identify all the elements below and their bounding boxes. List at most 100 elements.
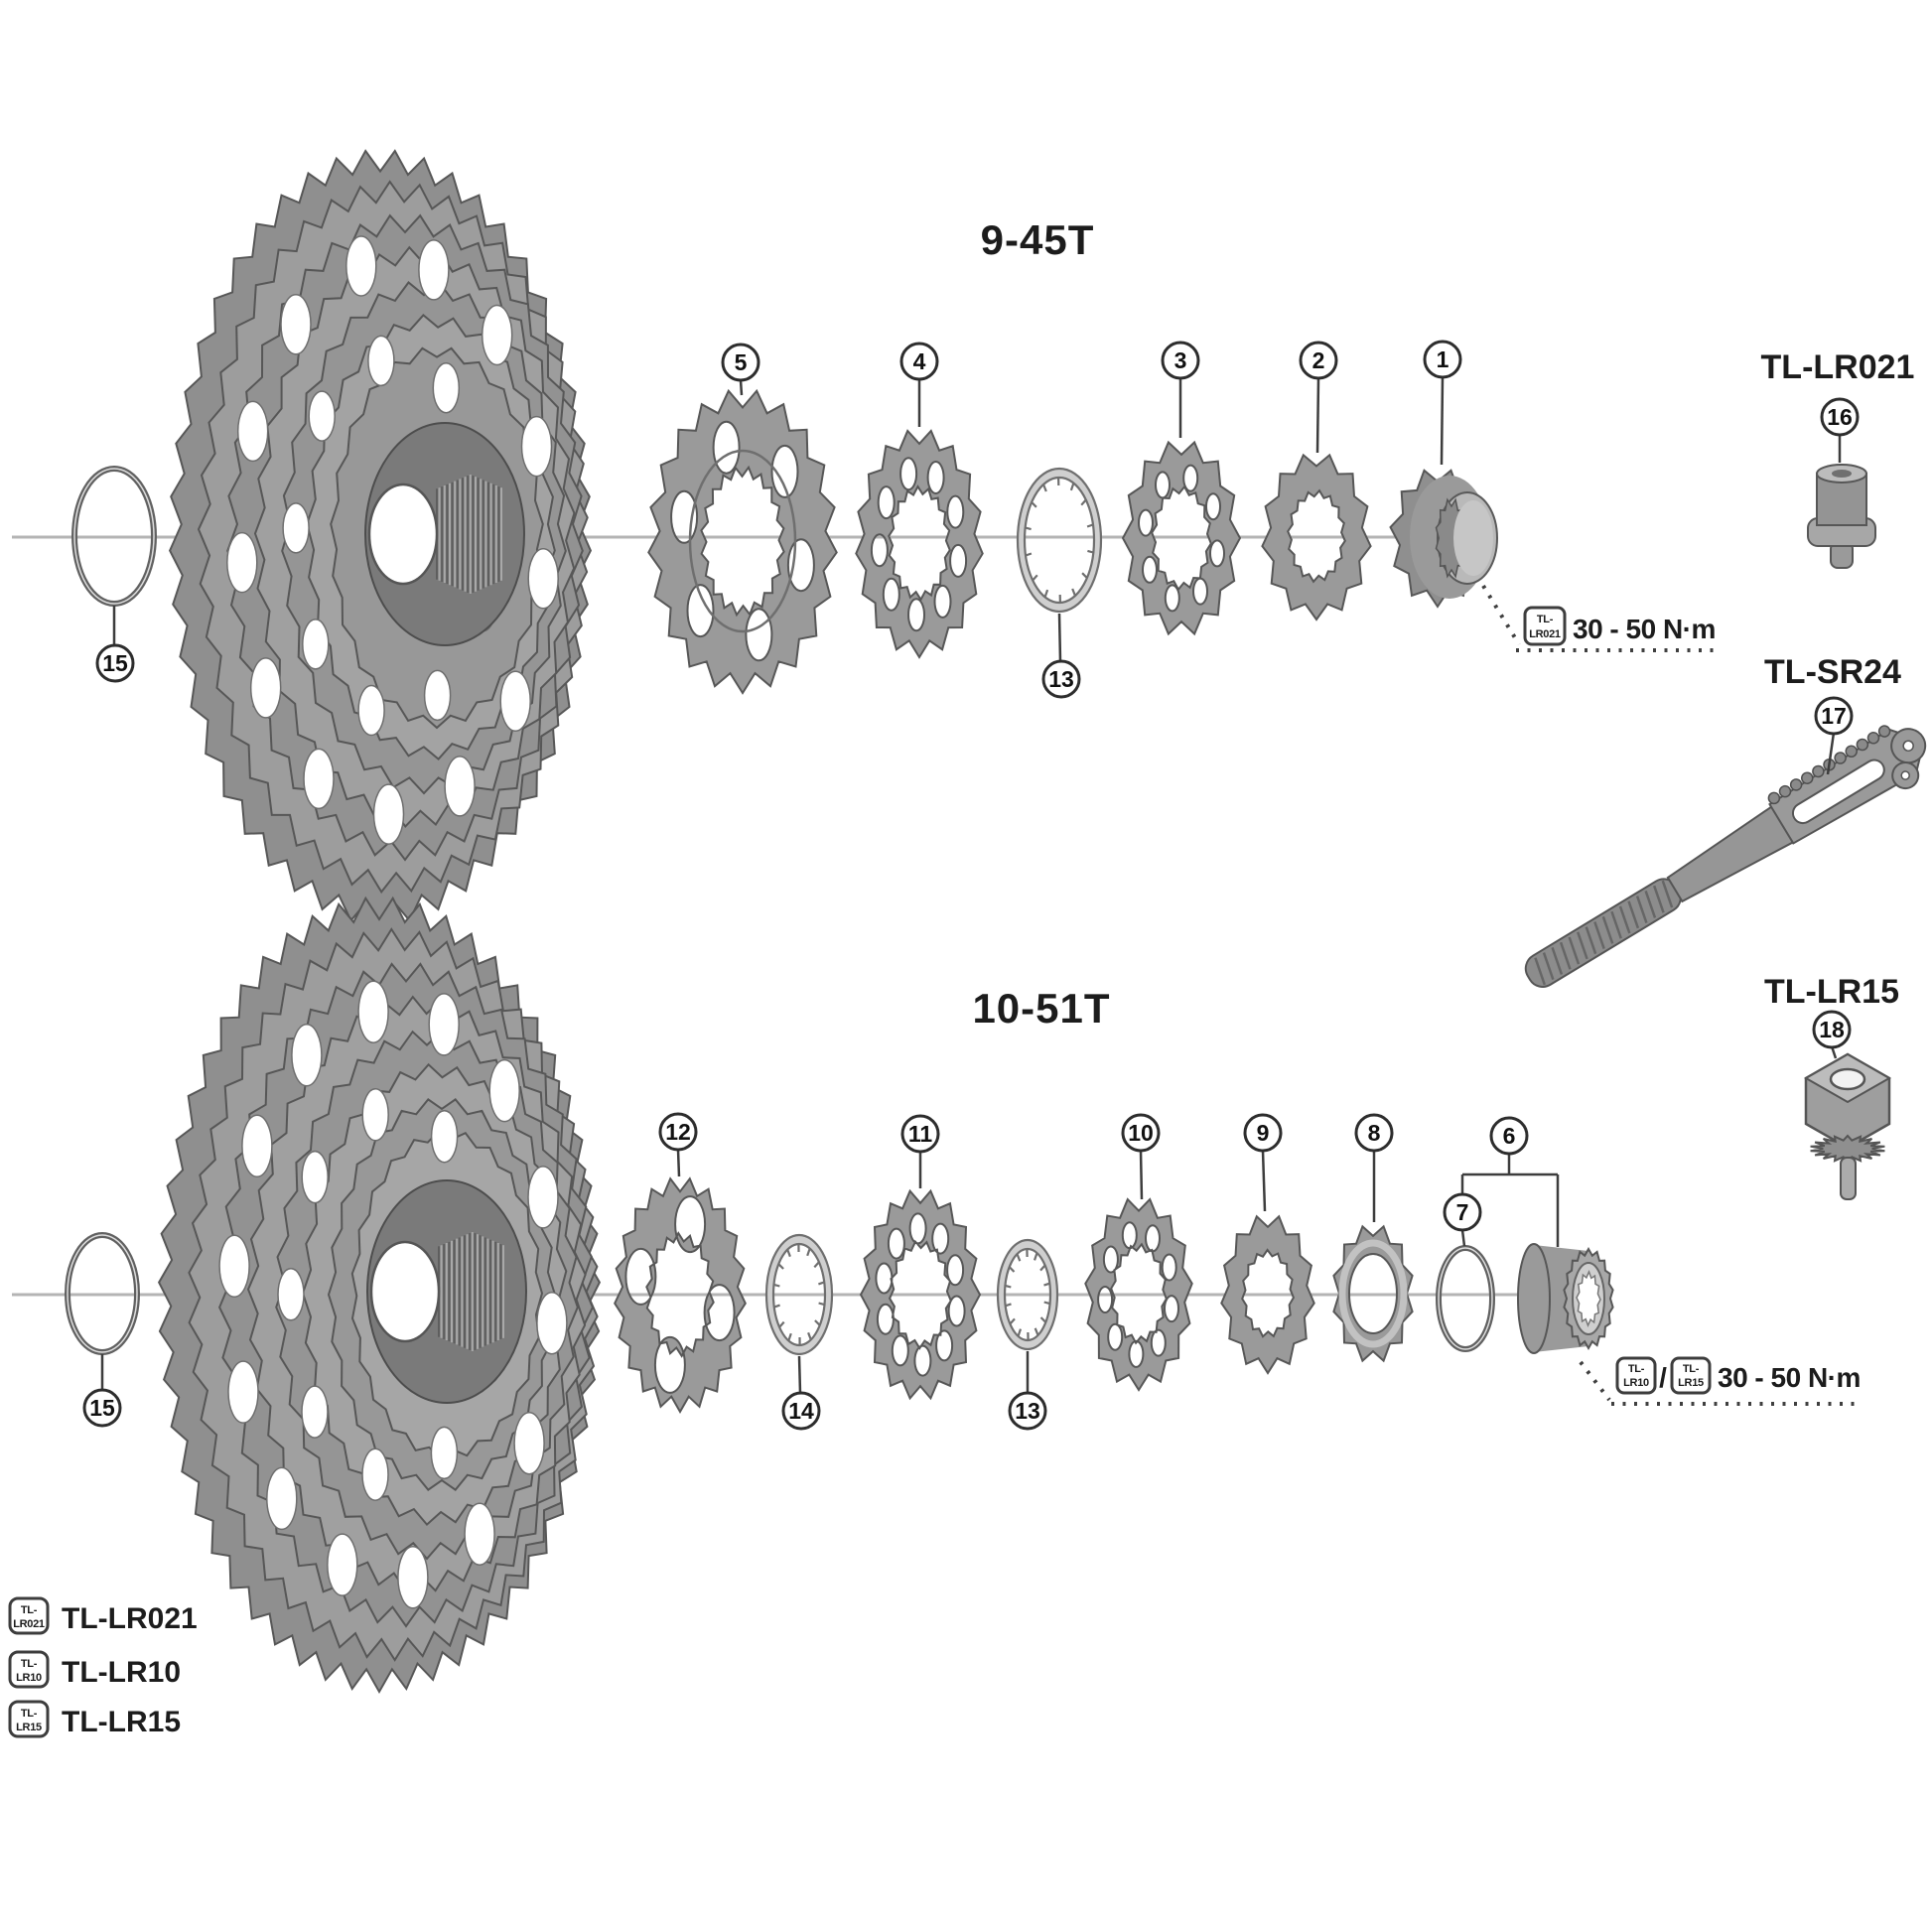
spline-washer-13-bottom [996,1238,1059,1351]
spline-washer-13-top-spline-tab [1081,572,1088,579]
callout-number: 16 [1827,404,1853,430]
tool-tag-box [1523,606,1567,646]
whip-handle-ridge [1551,946,1564,975]
callout-number: 10 [1128,1120,1154,1146]
whip-chain-roller [1778,784,1792,798]
tool-tag-lr10-line2: LR10 [1623,1377,1649,1389]
whip-handle-ridge [1585,926,1597,955]
cassette-9-45t-cutout [418,239,450,301]
callout-circle [1489,1116,1529,1156]
spline-washer-14-spline-tab [806,1248,811,1257]
tag-separator: / [1659,1362,1667,1393]
cassette-10-51t-cutout [266,1466,298,1531]
spline-washer-13-bottom-spline-tab [1017,1328,1023,1337]
sprocket-4 [855,429,984,659]
cassette-9-45t-cutout [302,619,330,670]
cassette-10-51t-cutout [430,1109,459,1164]
spline-washer-13-top-spline-tab [1069,483,1075,491]
callout-circle [899,342,939,381]
tool-tag-line2: LR021 [1529,628,1561,640]
cassette-10-51t-hub-hole [369,1240,441,1343]
callout-circle [1423,340,1462,379]
cassette-9-45t-cutout [303,748,335,810]
whip-end-hole-large [1902,740,1914,752]
callout-7: 7 [1443,1192,1482,1247]
tool-tag-box-lr15 [1670,1356,1712,1395]
title-10-51t: 10-51T [972,985,1110,1032]
spline-washer-13-bottom-spline-tab [1043,1282,1050,1287]
spline-washer-13-bottom-spline-tab [1039,1316,1047,1323]
tool-tag-box-lr10 [1615,1356,1657,1395]
cassette-cluster-10-51t [157,896,602,1695]
cassette-9-45t-cutout [308,390,336,442]
cassette-9-45t-cutout [372,783,405,845]
cassette-9-45t-cutout [481,304,513,366]
callout-8: 8 [1354,1113,1394,1222]
legend-tag-line2: LR10 [16,1672,42,1684]
callout-number: 13 [1015,1398,1040,1424]
callout-number: 13 [1048,666,1074,692]
whip-handle-ridge [1635,896,1648,924]
callout-13-bottom: 13 [1008,1351,1047,1431]
cassette-9-45t-cutout [499,670,531,733]
callout-number: 4 [913,348,926,374]
spline-washer-14-spline-tab [786,1249,791,1258]
tool-tag-lr10-line1: TL- [1628,1363,1645,1375]
cassette-9-45t-cutout [444,756,476,817]
callout-circle [95,643,135,683]
cassette-10-51t-cutout [357,980,389,1043]
snap-ring-15-bottom-highlight [67,1234,138,1353]
lockring-cog-1-bore [1453,500,1493,576]
whip-handle-ridge [1610,910,1622,939]
leader-line [797,1355,802,1394]
whip-chain-roller [1812,764,1825,778]
leader-line [1057,613,1062,662]
cassette-10-51t-cutout [428,993,460,1056]
callout-number: 8 [1368,1120,1381,1146]
callout-9: 9 [1243,1113,1283,1212]
spline-washer-13-top-spline-tab [1031,501,1037,508]
callout-number: 3 [1174,347,1187,373]
spline-washer-14-spline-tab [773,1283,780,1288]
cassette-9-45t-cutout [520,415,553,478]
whip-handle-ridge [1568,936,1581,965]
cassette-10-51t-cutout [301,1150,329,1204]
callout-number: 12 [665,1119,691,1145]
spline-washer-13-bottom-spline-tab [1008,1266,1016,1273]
cassette-9-45t-cutout [236,400,269,463]
whip-handle-ridge [1593,921,1605,949]
legend-tag-box [8,1700,50,1738]
callout-circle [781,1391,821,1431]
whip-handle-ridge [1644,890,1657,918]
spline-washer-14-spline-tab [777,1263,784,1270]
spline-washer-13-bottom-spline-tab [1009,1317,1016,1325]
callout-circle [721,343,760,382]
callout-circle [1243,1113,1283,1153]
spline-washer-14-spline-tab [778,1320,785,1328]
spline-washer-13-bottom-spline-tab [1039,1264,1046,1272]
legend-tag-line1: TL- [21,1604,38,1616]
cassette-9-45t-hub-hole [367,483,439,586]
legend-tag-line2: LR021 [13,1618,45,1630]
cassette-9-45t-cutout [367,335,395,387]
cassette-10-51t-cutout [241,1114,273,1178]
whip-chain-roller [1801,771,1814,784]
spline-washer-13-top-spline-tab [1025,552,1033,557]
callout-1: 1 [1423,340,1462,466]
cassette-10-51t-cutout [464,1502,495,1566]
callout-circle [1008,1391,1047,1431]
whip-handle-ridge [1627,900,1640,929]
callout-circle [1299,341,1338,380]
legend-item-lr15: TL- LR15 TL-LR15 [8,1700,181,1738]
whip-end-hole-small [1900,770,1910,780]
legend-label: TL-LR021 [62,1602,198,1635]
tool-tag-line1: TL- [1537,614,1554,625]
tool-legend: TL- LR021 TL-LR021 TL- LR10 TL-LR10 TL- … [8,1596,198,1738]
callout-circle [1443,1192,1482,1232]
callout-number: 9 [1257,1120,1270,1146]
snap-ring-15-top-highlight [73,468,155,605]
torque-note-bottom: TL- LR10 / TL- LR15 30 - 50 N·m [1579,1356,1861,1406]
torque-note-top: TL- LR021 30 - 50 N·m [1481,584,1716,652]
whip-chain-roller [1767,791,1781,805]
callout-circle [1041,659,1081,699]
